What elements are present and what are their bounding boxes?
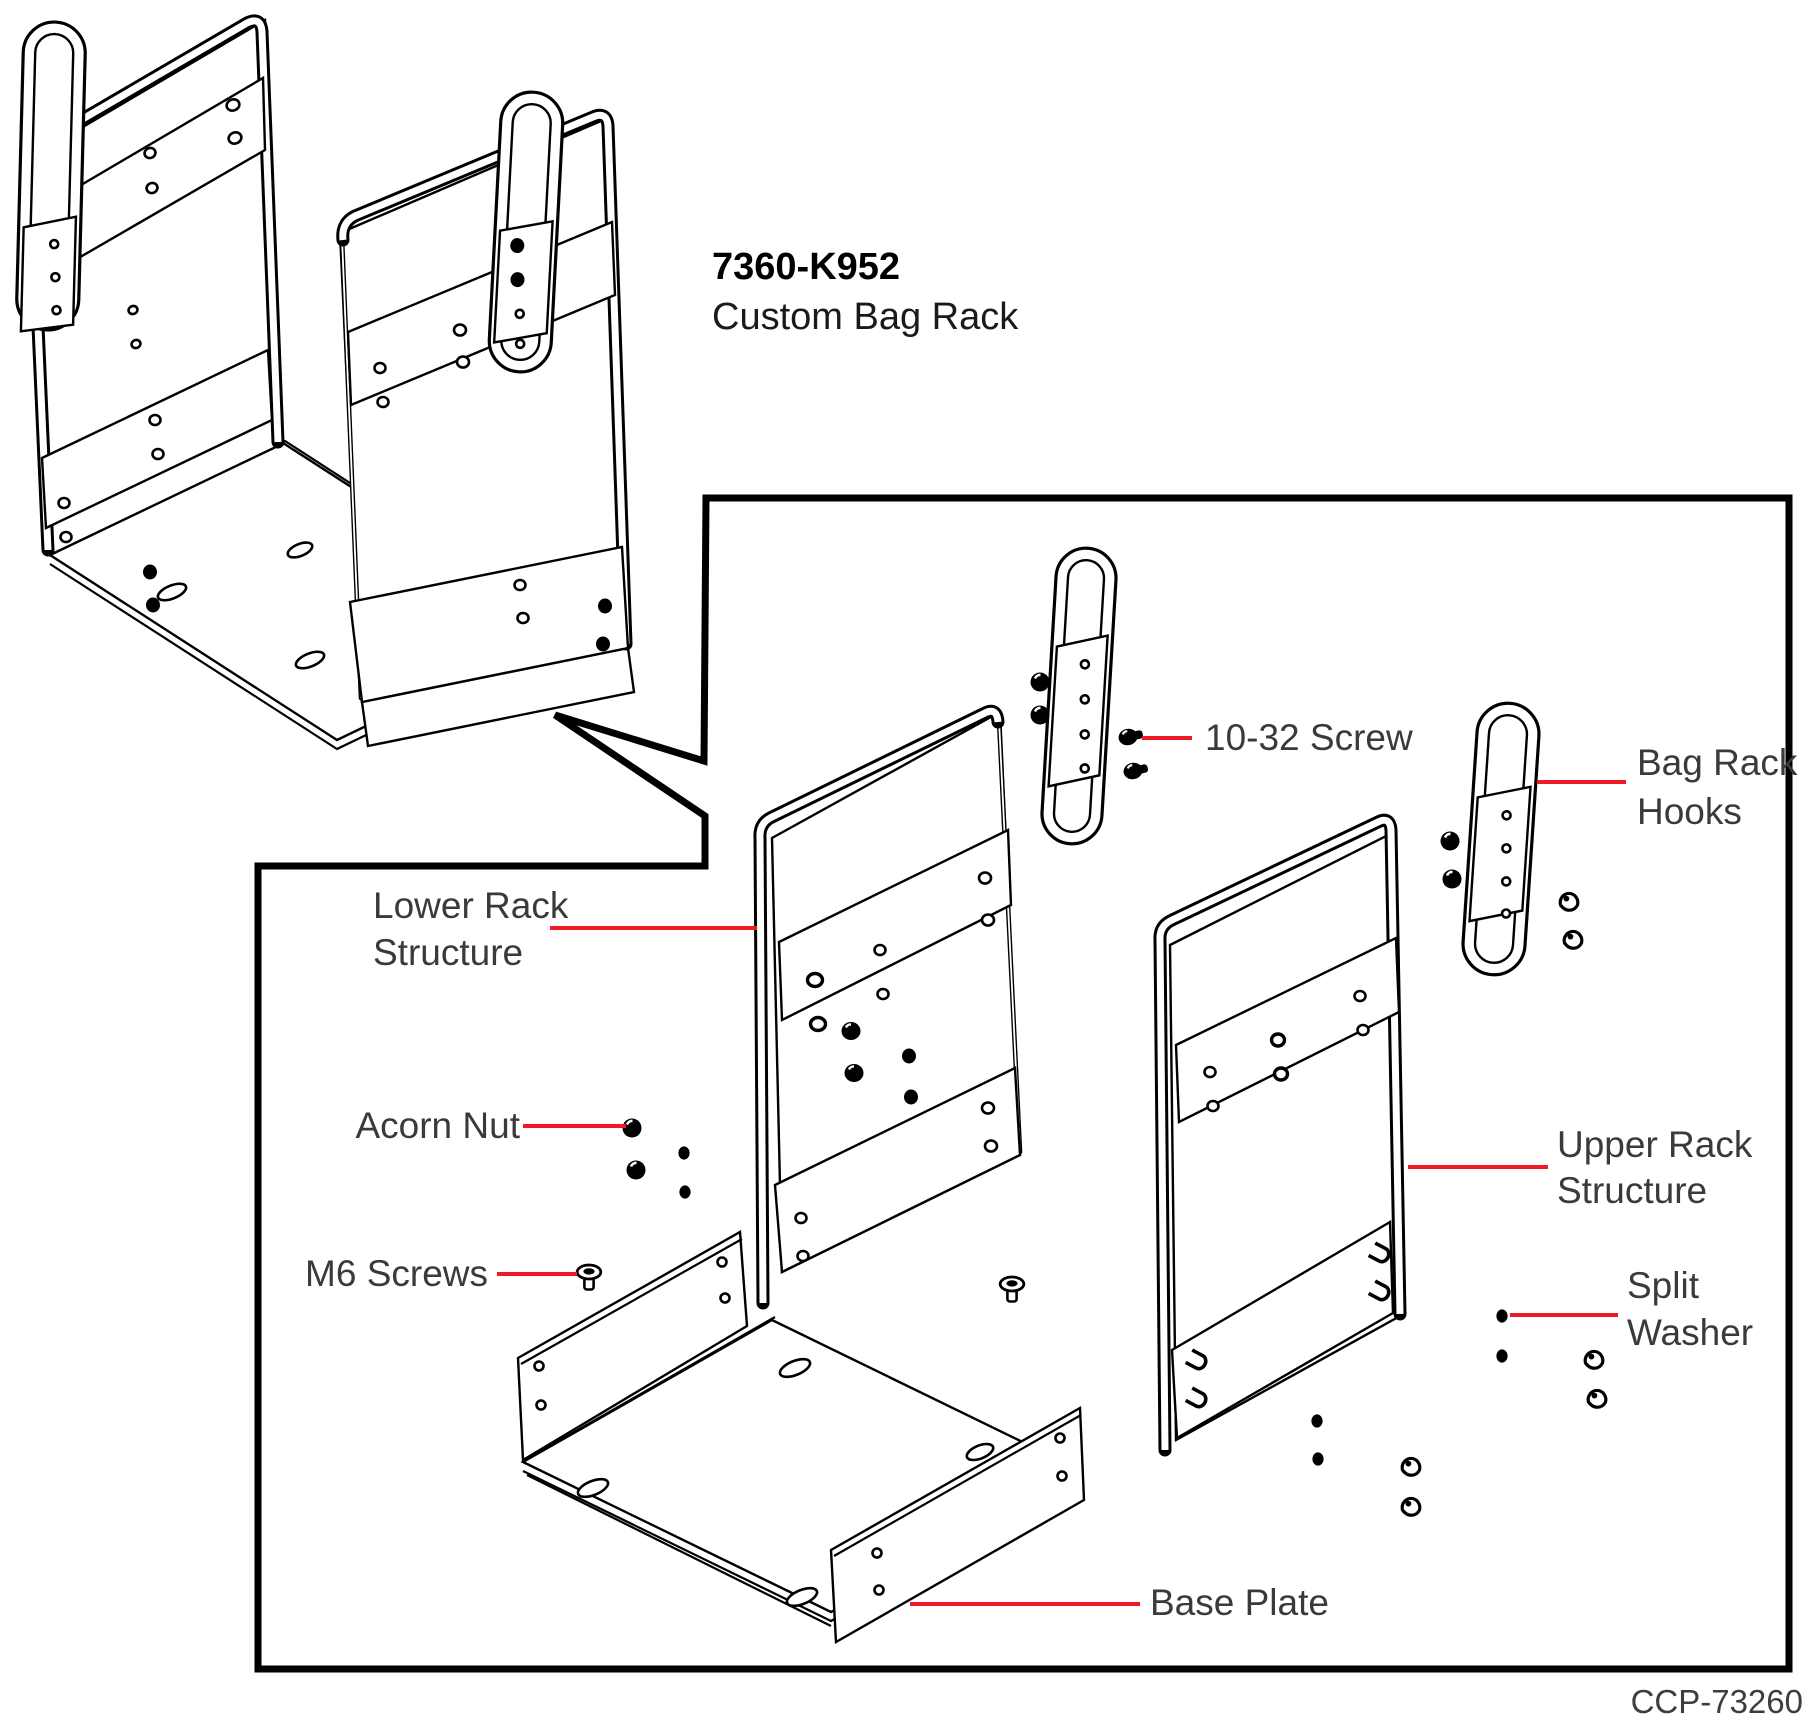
exploded-hook-center [1040, 546, 1118, 846]
callout-split-washer-line2: Washer [1627, 1312, 1753, 1353]
acorn-nut-group-left [621, 1117, 691, 1199]
text-layer: 7360-K952 Custom Bag Rack Lower Rack Str… [305, 246, 1803, 1714]
screws-10-32 [1115, 724, 1151, 783]
exploded-hook-right [1461, 701, 1541, 977]
doc-code: CCP-73260 [1631, 1683, 1803, 1714]
assembled-lower-rack [15, 14, 285, 557]
callout-upper-rack-line2: Structure [1557, 1170, 1707, 1211]
assembled-rack-view [15, 14, 636, 751]
callout-lower-rack-line1: Lower Rack [373, 885, 569, 926]
callout-acorn-nut: Acorn Nut [355, 1105, 520, 1146]
callout-lower-rack-line2: Structure [373, 932, 523, 973]
assembled-right-hook [487, 90, 565, 374]
callout-bag-rack-hooks-line1: Bag Rack [1637, 742, 1798, 783]
callout-upper-rack-line1: Upper Rack [1557, 1124, 1753, 1165]
exploded-upper-rack [1153, 813, 1407, 1457]
callout-m6-screws: M6 Screws [305, 1253, 488, 1294]
exploded-lower-rack [753, 704, 1023, 1310]
assembled-upper-rack [336, 90, 636, 748]
callout-base-plate: Base Plate [1150, 1582, 1329, 1623]
exploded-base-plate [516, 1230, 1086, 1645]
acorn-nuts-hook-center [1029, 671, 1051, 726]
part-number: 7360-K952 [712, 246, 900, 288]
callout-split-washer-line1: Split [1627, 1265, 1700, 1306]
leader-lines [497, 736, 1626, 1606]
callout-box [254, 494, 1793, 1673]
callout-box-outline [254, 494, 1793, 1673]
callout-10-32-screw: 10-32 Screw [1205, 717, 1413, 758]
product-name: Custom Bag Rack [712, 296, 1019, 338]
callout-bag-rack-hooks-line2: Hooks [1637, 791, 1742, 832]
assembled-left-hook [15, 20, 87, 333]
